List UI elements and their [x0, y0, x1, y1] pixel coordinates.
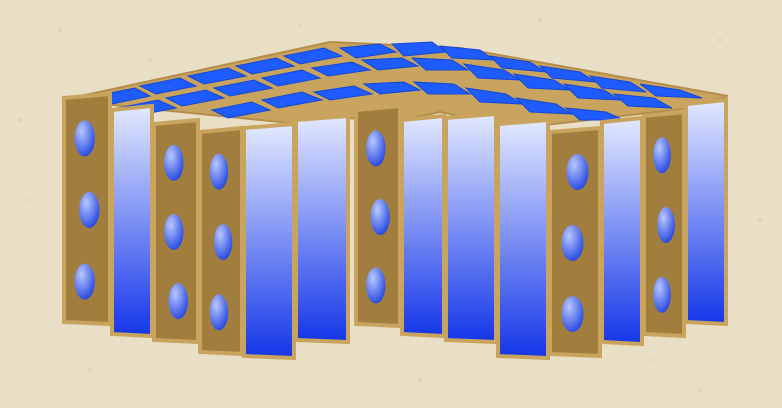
cell-front-face	[296, 116, 348, 342]
nucleus	[75, 264, 95, 300]
cell-front-face	[112, 106, 152, 336]
cell-body	[112, 106, 152, 336]
nucleus	[366, 267, 385, 303]
nucleus	[75, 120, 95, 156]
cell-body	[244, 124, 294, 358]
cell-front-face	[446, 114, 496, 342]
cell-side-face	[154, 120, 198, 342]
nucleus	[371, 199, 390, 235]
nucleus	[653, 137, 671, 173]
nucleus	[214, 224, 232, 260]
nucleus	[657, 207, 675, 243]
nucleus	[567, 154, 589, 190]
nucleus	[562, 225, 584, 261]
nucleus	[79, 192, 99, 228]
cell-front-face	[402, 116, 444, 336]
cell-columns	[64, 94, 726, 358]
cell-body	[402, 116, 444, 336]
cell-side-face	[644, 112, 684, 336]
nucleus	[164, 145, 183, 181]
cell-side-face	[200, 128, 242, 354]
cell-side-face	[550, 128, 600, 356]
cell-front-face	[498, 120, 548, 358]
nucleus	[164, 214, 183, 250]
nucleus	[366, 131, 385, 167]
cell-body	[602, 118, 642, 344]
cell-front-face	[686, 100, 726, 324]
nucleus	[210, 154, 228, 190]
cell-body	[498, 120, 548, 358]
cell-body	[686, 100, 726, 324]
nucleus	[169, 283, 188, 319]
cell-body	[446, 114, 496, 342]
cell-body	[296, 116, 348, 342]
cell-front-face	[244, 124, 294, 358]
nucleus	[210, 294, 228, 330]
nucleus	[653, 277, 671, 313]
nucleus	[562, 296, 584, 332]
cell-side-face	[356, 106, 400, 326]
cell-front-face	[602, 118, 642, 344]
cell-side-face	[64, 94, 110, 324]
